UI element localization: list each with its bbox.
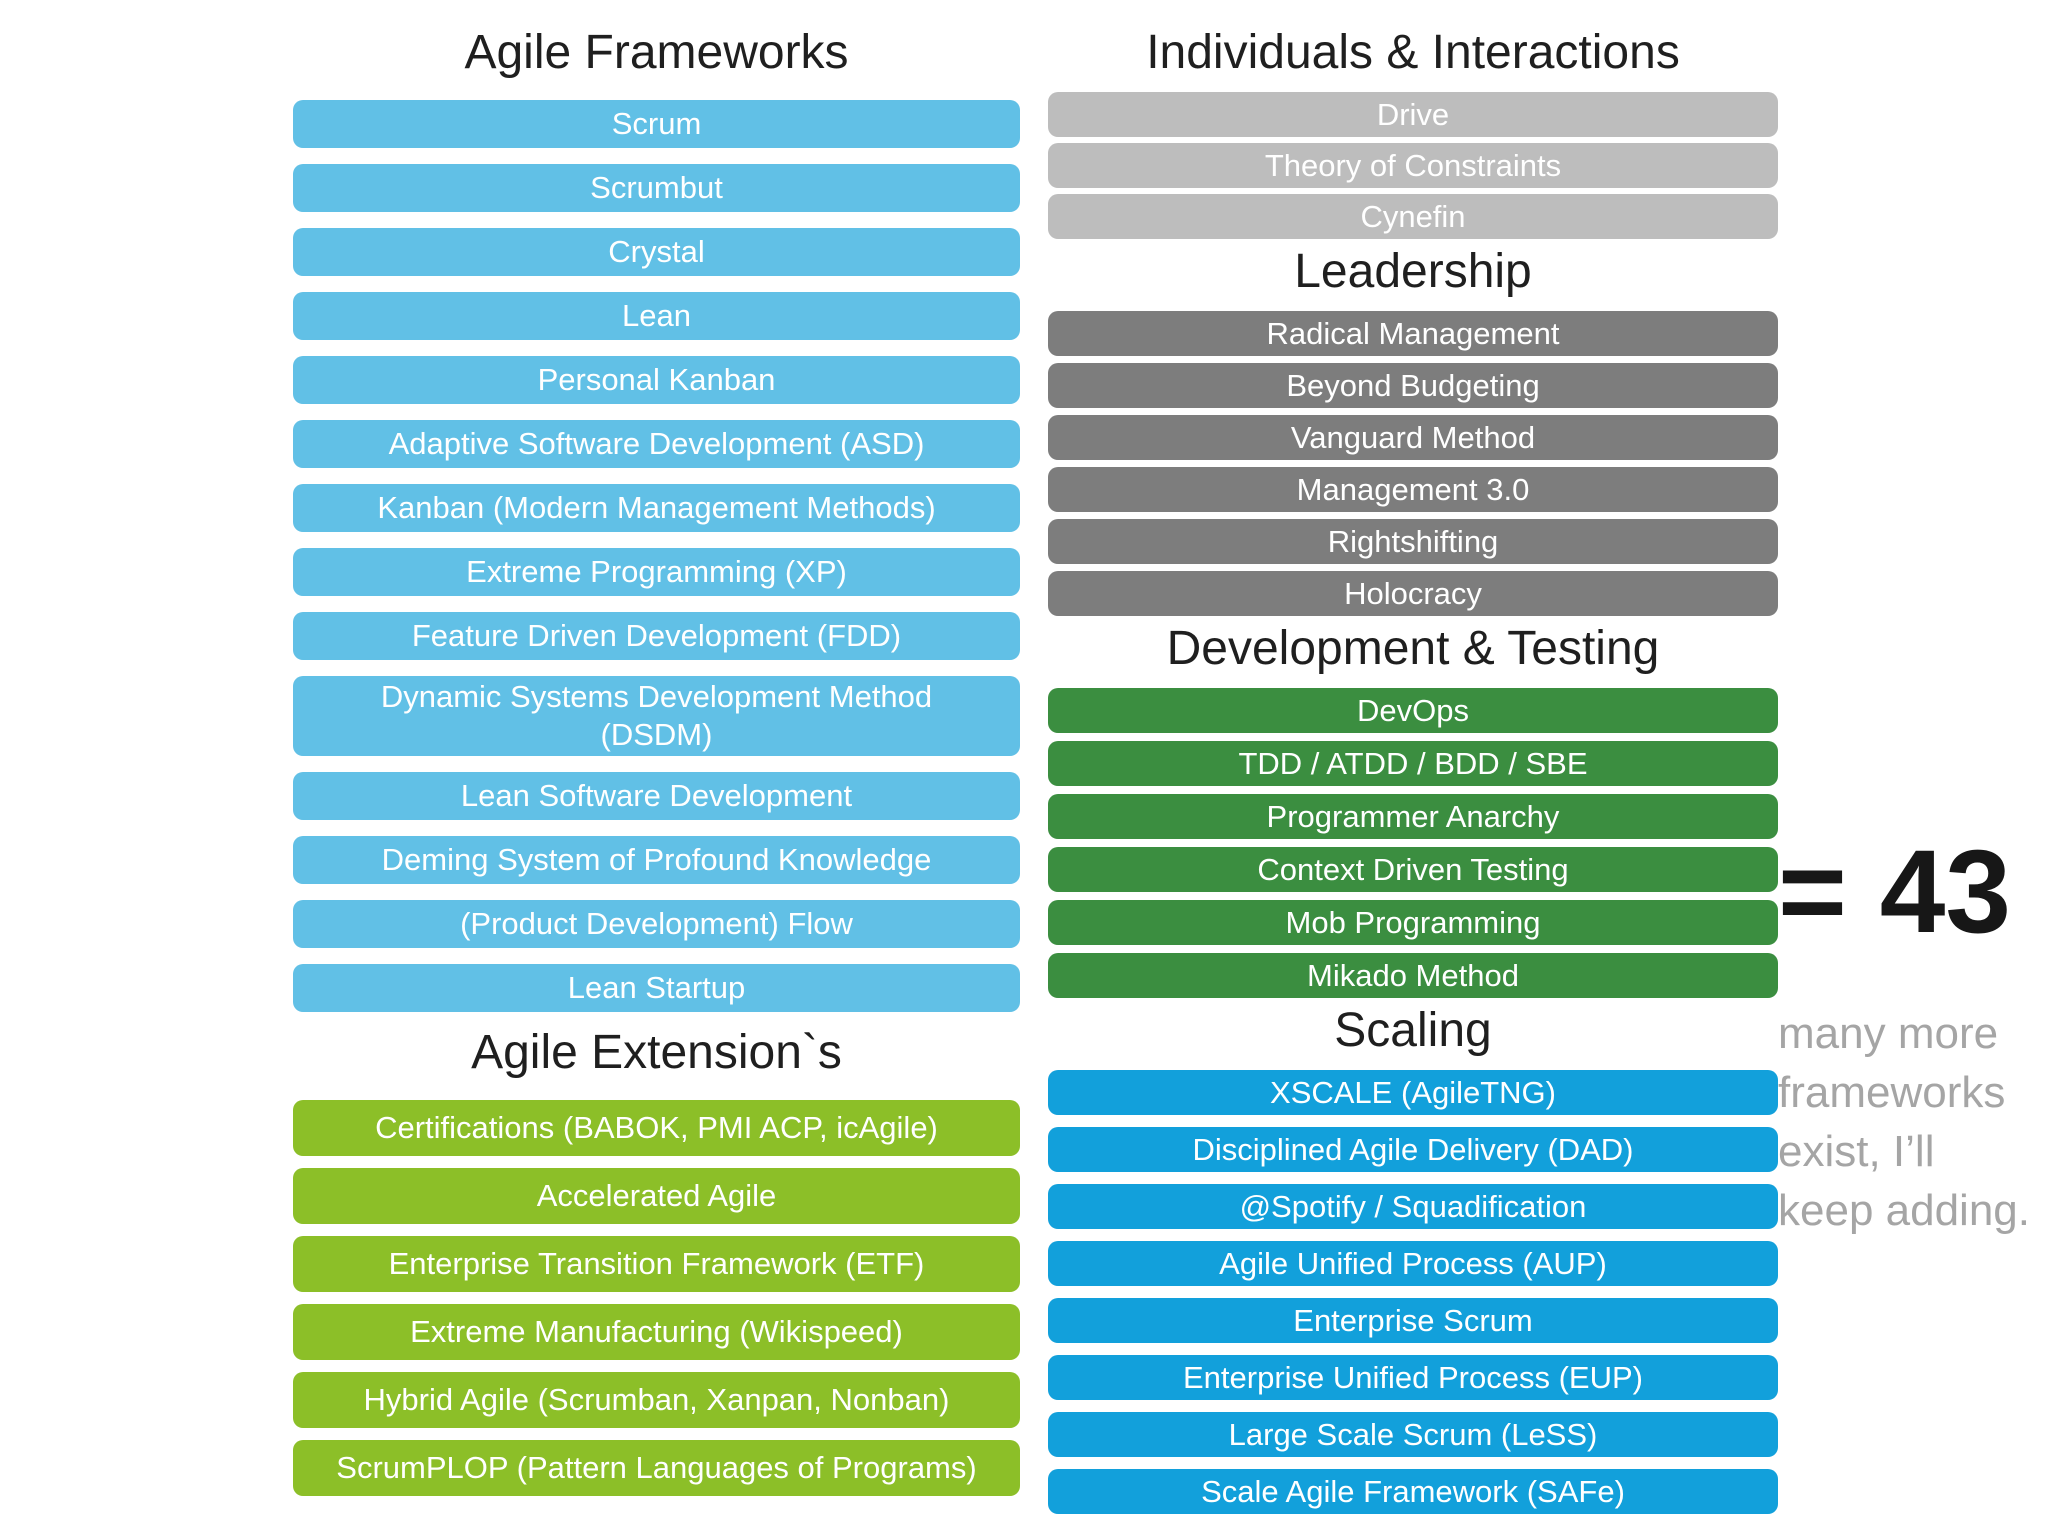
framework-bar: Radical Management — [1048, 311, 1778, 356]
framework-bar: Dynamic Systems Development Method (DSDM… — [293, 676, 1020, 756]
note-text: many more frameworks exist, I’ll keep ad… — [1778, 1009, 2030, 1235]
section-bars: XSCALE (AgileTNG) Disciplined Agile Deliv… — [1048, 1070, 1778, 1514]
framework-bar: TDD / ATDD / BDD / SBE — [1048, 741, 1778, 786]
framework-bar: Mob Programming — [1048, 900, 1778, 945]
section-title: Leadership — [1294, 245, 1532, 298]
framework-bar: @Spotify / Squadification — [1048, 1184, 1778, 1229]
framework-bar: Crystal — [293, 228, 1020, 276]
annotation-area: = 43 many more frameworks exist, I’ll ke… — [1778, 822, 2048, 1240]
framework-bar: Context Driven Testing — [1048, 847, 1778, 892]
framework-bar: Adaptive Software Development (ASD) — [293, 420, 1020, 468]
framework-bar: Large Scale Scrum (LeSS) — [1048, 1412, 1778, 1457]
framework-bar: Programmer Anarchy — [1048, 794, 1778, 839]
framework-bar: Lean Software Development — [293, 772, 1020, 820]
framework-bar: Agile Unified Process (AUP) — [1048, 1241, 1778, 1286]
framework-bar: Deming System of Profound Knowledge — [293, 836, 1020, 884]
framework-bar: Scale Agile Framework (SAFe) — [1048, 1469, 1778, 1514]
framework-bar: Accelerated Agile — [293, 1168, 1020, 1224]
framework-bar: Certifications (BABOK, PMI ACP, icAgile) — [293, 1100, 1020, 1156]
total-count: = 43 — [1778, 826, 2011, 958]
framework-bar: Beyond Budgeting — [1048, 363, 1778, 408]
framework-bar: Drive — [1048, 92, 1778, 137]
framework-bar: Extreme Manufacturing (Wikispeed) — [293, 1304, 1020, 1360]
framework-bar: Extreme Programming (XP) — [293, 548, 1020, 596]
framework-bar: (Product Development) Flow — [293, 900, 1020, 948]
framework-bar: ScrumPLOP (Pattern Languages of Programs… — [293, 1440, 1020, 1496]
framework-bar: Enterprise Scrum — [1048, 1298, 1778, 1343]
framework-bar: DevOps — [1048, 688, 1778, 733]
framework-bar: Enterprise Transition Framework (ETF) — [293, 1236, 1020, 1292]
section-title: Agile Extension`s — [471, 1026, 842, 1079]
framework-bar: Lean Startup — [293, 964, 1020, 1012]
framework-bar: Lean — [293, 292, 1020, 340]
framework-bar: Management 3.0 — [1048, 467, 1778, 512]
section-title: Scaling — [1334, 1004, 1492, 1057]
framework-bar: Enterprise Unified Process (EUP) — [1048, 1355, 1778, 1400]
framework-bar: Scrum — [293, 100, 1020, 148]
framework-bar: Scrumbut — [293, 164, 1020, 212]
framework-bar: Mikado Method — [1048, 953, 1778, 998]
section-title: Development & Testing — [1166, 622, 1660, 675]
framework-bar: Kanban (Modern Management Methods) — [293, 484, 1020, 532]
framework-bar: Holocracy — [1048, 571, 1778, 616]
framework-bar: Feature Driven Development (FDD) — [293, 612, 1020, 660]
section-bars: Certifications (BABOK, PMI ACP, icAgile)… — [293, 1100, 1020, 1496]
framework-bar: Theory of Constraints — [1048, 143, 1778, 188]
framework-bar: Personal Kanban — [293, 356, 1020, 404]
framework-bar: Disciplined Agile Delivery (DAD) — [1048, 1127, 1778, 1172]
framework-bar: XSCALE (AgileTNG) — [1048, 1070, 1778, 1115]
framework-bar: Rightshifting — [1048, 519, 1778, 564]
framework-bar: Vanguard Method — [1048, 415, 1778, 460]
framework-bar: Cynefin — [1048, 194, 1778, 239]
framework-bar: Hybrid Agile (Scrumban, Xanpan, Nonban) — [293, 1372, 1020, 1428]
section-title: Agile Frameworks — [464, 26, 849, 79]
section-title: Individuals & Interactions — [1146, 26, 1680, 79]
